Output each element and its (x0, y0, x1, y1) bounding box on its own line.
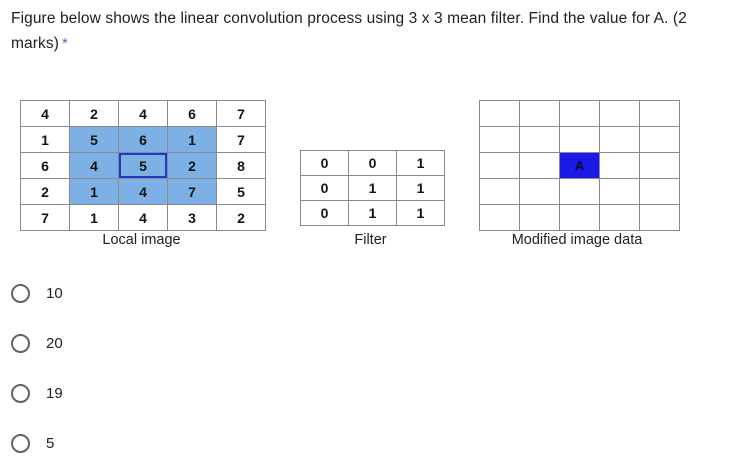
modified-cell (599, 152, 640, 179)
modified-cell (479, 126, 520, 153)
table-row: 0 1 1 (300, 200, 445, 226)
modified-cell (639, 152, 680, 179)
modified-cell (639, 178, 680, 205)
option-row-4[interactable]: 5 (0, 418, 400, 468)
filter-cell: 1 (396, 200, 445, 226)
modified-cell (559, 126, 600, 153)
local-cell: 6 (167, 100, 217, 127)
local-cell: 4 (118, 204, 168, 231)
local-cell: 7 (20, 204, 70, 231)
modified-cell (599, 204, 640, 231)
modified-cell (519, 126, 560, 153)
option-row-1[interactable]: 10 (0, 268, 400, 318)
filter-cell: 0 (300, 150, 349, 176)
modified-cell (559, 178, 600, 205)
local-cell-highlighted: 7 (167, 178, 217, 205)
local-cell: 1 (69, 204, 119, 231)
modified-cell (519, 152, 560, 179)
option-label: 10 (46, 284, 63, 302)
radio-button-icon[interactable] (11, 383, 30, 403)
question-body: Figure below shows the linear convolutio… (11, 10, 687, 52)
local-cell: 1 (20, 126, 70, 153)
answer-options-list: 10 20 19 5 (0, 268, 400, 468)
table-row (479, 204, 680, 231)
table-row: 1 5 6 1 7 (20, 126, 266, 153)
modified-cell (599, 126, 640, 153)
local-image-grid: 4 2 4 6 7 1 5 6 1 7 6 4 5 2 8 2 (20, 100, 266, 231)
modified-cell (639, 204, 680, 231)
local-cell-highlighted: 6 (118, 126, 168, 153)
radio-button-icon[interactable] (11, 333, 30, 353)
filter-cell: 1 (348, 200, 397, 226)
local-cell-highlighted: 5 (69, 126, 119, 153)
filter-cell: 0 (300, 175, 349, 201)
filter-cell: 0 (348, 150, 397, 176)
modified-cell (519, 100, 560, 127)
answer-cell-a: A (559, 152, 600, 179)
table-row: A (479, 152, 680, 179)
local-cell-highlighted: 2 (167, 152, 217, 179)
filter-cell: 1 (348, 175, 397, 201)
modified-cell (479, 178, 520, 205)
local-cell-center: 5 (118, 152, 168, 179)
local-cell: 2 (20, 178, 70, 205)
filter-cell: 0 (300, 200, 349, 226)
modified-image-grid: A (479, 100, 680, 231)
local-cell: 4 (118, 100, 168, 127)
option-label: 5 (46, 434, 55, 452)
table-row: 2 1 4 7 5 (20, 178, 266, 205)
local-cell-highlighted: 4 (69, 152, 119, 179)
modified-cell (479, 152, 520, 179)
caption-modified-image: Modified image data (511, 232, 643, 248)
modified-cell (559, 100, 600, 127)
local-cell: 2 (69, 100, 119, 127)
modified-cell (599, 178, 640, 205)
table-row: 4 2 4 6 7 (20, 100, 266, 127)
table-row: 0 0 1 (300, 150, 445, 176)
filter-grid: 0 0 1 0 1 1 0 1 1 (300, 150, 445, 226)
modified-cell (559, 204, 600, 231)
local-cell: 5 (216, 178, 266, 205)
local-cell-highlighted: 1 (69, 178, 119, 205)
caption-local-image: Local image (102, 232, 181, 248)
table-row (479, 100, 680, 127)
table-row (479, 178, 680, 205)
option-label: 20 (46, 334, 63, 352)
local-cell: 7 (216, 126, 266, 153)
option-row-3[interactable]: 19 (0, 368, 400, 418)
modified-cell (639, 100, 680, 127)
local-cell: 3 (167, 204, 217, 231)
filter-cell: 1 (396, 150, 445, 176)
option-label: 19 (46, 384, 63, 402)
figure-container: 4 2 4 6 7 1 5 6 1 7 6 4 5 2 8 2 (0, 92, 731, 252)
local-cell: 6 (20, 152, 70, 179)
caption-filter: Filter (354, 232, 387, 248)
modified-cell (479, 204, 520, 231)
local-cell: 7 (216, 100, 266, 127)
table-row (479, 126, 680, 153)
modified-cell (639, 126, 680, 153)
radio-button-icon[interactable] (11, 433, 30, 453)
local-cell-highlighted: 4 (118, 178, 168, 205)
question-text: Figure below shows the linear convolutio… (11, 6, 711, 56)
modified-cell (519, 178, 560, 205)
table-row: 7 1 4 3 2 (20, 204, 266, 231)
option-row-2[interactable]: 20 (0, 318, 400, 368)
modified-cell (599, 100, 640, 127)
radio-button-icon[interactable] (11, 283, 30, 303)
table-row: 6 4 5 2 8 (20, 152, 266, 179)
local-cell-highlighted: 1 (167, 126, 217, 153)
local-cell: 8 (216, 152, 266, 179)
local-cell: 4 (20, 100, 70, 127)
filter-cell: 1 (396, 175, 445, 201)
local-cell: 2 (216, 204, 266, 231)
table-row: 0 1 1 (300, 175, 445, 201)
required-asterisk: * (61, 35, 68, 52)
modified-cell (519, 204, 560, 231)
modified-cell (479, 100, 520, 127)
